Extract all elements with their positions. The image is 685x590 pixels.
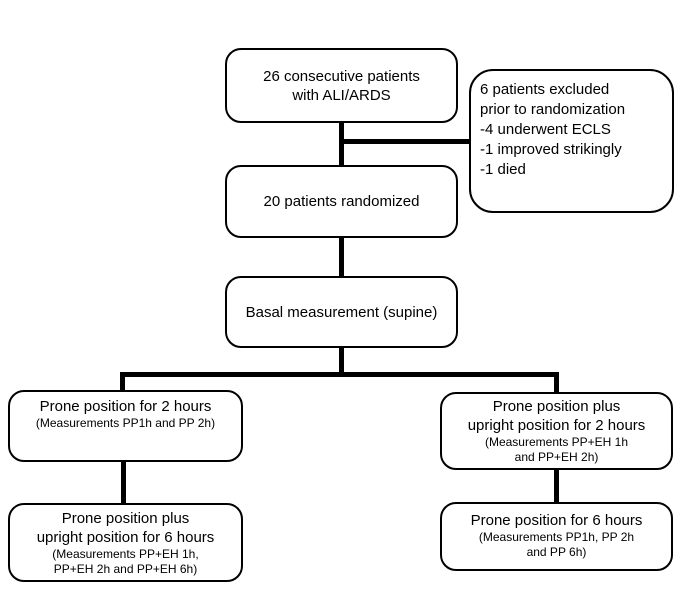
prone-6h-measurements-1: (Measurements PP1h, PP 2h bbox=[478, 530, 635, 544]
connector-to-excluded bbox=[341, 139, 472, 144]
prone-upright-6h-measurements-2: PP+EH 2h and PP+EH 6h) bbox=[53, 561, 198, 576]
prone-upright-6h-title-1: Prone position plus bbox=[61, 509, 190, 527]
box-enrolled-patients: 26 consecutive patients with ALI/ARDS bbox=[225, 48, 458, 123]
connector-proneupright2h-to-prone6h bbox=[554, 468, 559, 504]
box-excluded-patients: 6 patients excluded prior to randomizati… bbox=[469, 69, 674, 213]
connector-basal-to-branch bbox=[339, 347, 344, 375]
prone-upright-2h-measurements-1: (Measurements PP+EH 1h bbox=[484, 435, 629, 449]
excluded-line-3: -4 underwent ECLS bbox=[480, 121, 611, 138]
prone-upright-2h-title-2: upright position for 2 hours bbox=[467, 417, 646, 434]
connector-branch-horizontal bbox=[120, 372, 559, 377]
excluded-line-2: prior to randomization bbox=[480, 101, 626, 118]
prone-2h-measurements: (Measurements PP1h and PP 2h) bbox=[35, 416, 216, 430]
excluded-line-5: -1 died bbox=[480, 161, 526, 178]
connector-randomized-to-basal bbox=[339, 237, 344, 278]
box-randomized-patients: 20 patients randomized bbox=[225, 165, 458, 238]
excluded-line-1: 6 patients excluded bbox=[480, 81, 610, 98]
box-prone-upright-6h: Prone position plus upright position for… bbox=[8, 503, 243, 582]
connector-branch-right-drop bbox=[554, 372, 559, 394]
prone-upright-2h-measurements-2: and PP+EH 2h) bbox=[514, 450, 599, 464]
connector-enrolled-to-randomized bbox=[339, 122, 344, 167]
prone-6h-measurements-2: and PP 6h) bbox=[526, 545, 587, 559]
box-prone-upright-2h: Prone position plus upright position for… bbox=[440, 392, 673, 470]
basal-line-1: Basal measurement (supine) bbox=[245, 303, 438, 321]
box-basal-measurement: Basal measurement (supine) bbox=[225, 276, 458, 348]
prone-upright-2h-title-1: Prone position plus bbox=[492, 398, 621, 415]
connector-prone2h-to-proneupright6h bbox=[121, 461, 126, 505]
box-prone-2h: Prone position for 2 hours (Measurements… bbox=[8, 390, 243, 462]
prone-2h-title: Prone position for 2 hours bbox=[39, 398, 212, 415]
connector-branch-left-drop bbox=[120, 372, 125, 392]
randomized-line-1: 20 patients randomized bbox=[263, 193, 420, 210]
excluded-line-4: -1 improved strikingly bbox=[480, 141, 622, 158]
prone-upright-6h-title-2: upright position for 6 hours bbox=[36, 528, 215, 546]
box-prone-6h: Prone position for 6 hours (Measurements… bbox=[440, 502, 673, 571]
prone-upright-6h-measurements-1: (Measurements PP+EH 1h, bbox=[52, 546, 199, 561]
enrolled-line-1: 26 consecutive patients bbox=[263, 67, 420, 85]
enrolled-line-2: with ALI/ARDS bbox=[292, 86, 391, 104]
prone-6h-title: Prone position for 6 hours bbox=[470, 512, 643, 529]
